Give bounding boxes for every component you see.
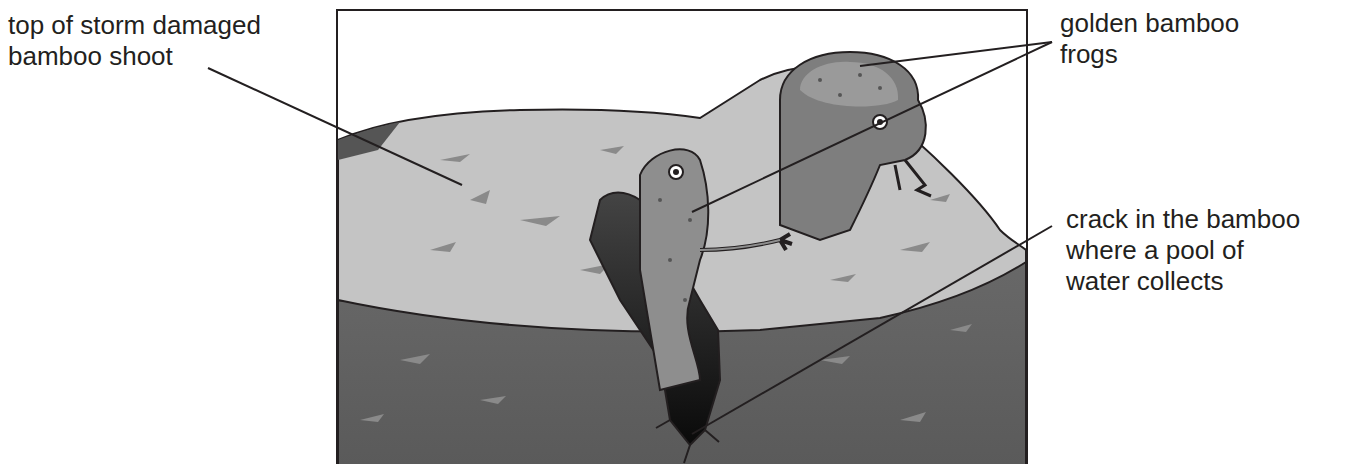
picture-frame xyxy=(337,10,1027,464)
callout-label: top of storm damaged bamboo shoot xyxy=(8,10,278,72)
leader-lines xyxy=(208,42,1052,434)
callout-label: golden bamboo frogs xyxy=(1060,8,1260,70)
golden-bamboo-frogs xyxy=(640,52,931,390)
callout-label: crack in the bamboo where a pool of wate… xyxy=(1066,204,1312,297)
